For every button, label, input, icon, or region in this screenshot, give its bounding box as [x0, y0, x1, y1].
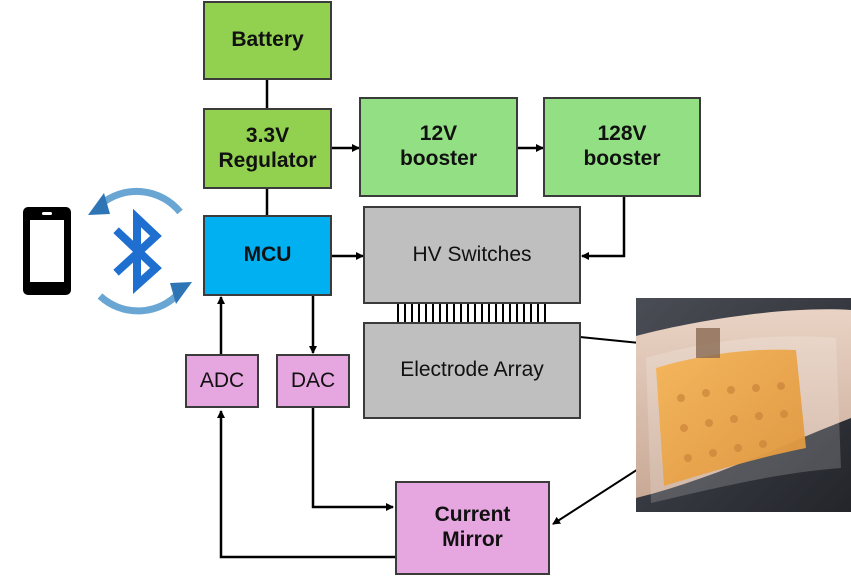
- current-mirror-label: Current Mirror: [434, 503, 511, 551]
- circular-arrows-icon: [97, 187, 183, 315]
- battery-label: Battery: [231, 28, 304, 52]
- dac-block: DAC: [276, 354, 350, 408]
- regulator-label: 3.3V Regulator: [218, 123, 317, 172]
- hv-switches-block: HV Switches: [363, 206, 581, 304]
- booster-12v-label: 12V booster: [399, 122, 477, 170]
- smartphone-icon: [23, 207, 71, 295]
- dac-label: DAC: [290, 368, 336, 392]
- adc-label: ADC: [199, 368, 245, 392]
- mcu-block: MCU: [203, 215, 332, 296]
- booster-12v-block: 12V booster: [359, 97, 518, 197]
- adc-block: ADC: [185, 354, 259, 408]
- dac-to-mirror-arrow: [311, 407, 394, 511]
- booster-128v-label: 128V booster: [583, 122, 661, 170]
- booster-128v-block: 128V booster: [543, 97, 701, 197]
- bluetooth-icon: [113, 208, 162, 294]
- circular-arrowheads: [88, 193, 192, 304]
- electrode-array-block: Electrode Array: [363, 322, 581, 419]
- hv-switches-label: HV Switches: [412, 242, 532, 266]
- electrode-array-on-forearm-photo: [636, 298, 851, 512]
- 128v-to-hv-arrow: [581, 196, 626, 260]
- battery-block: Battery: [203, 1, 332, 80]
- mirror-to-adc-arrow: [217, 410, 396, 559]
- current-mirror-block: Current Mirror: [395, 481, 550, 575]
- regulator-block: 3.3V Regulator: [203, 108, 332, 189]
- switch-electrode-comb: [397, 303, 546, 323]
- mcu-label: MCU: [243, 243, 292, 267]
- electrode-array-label: Electrode Array: [400, 358, 544, 382]
